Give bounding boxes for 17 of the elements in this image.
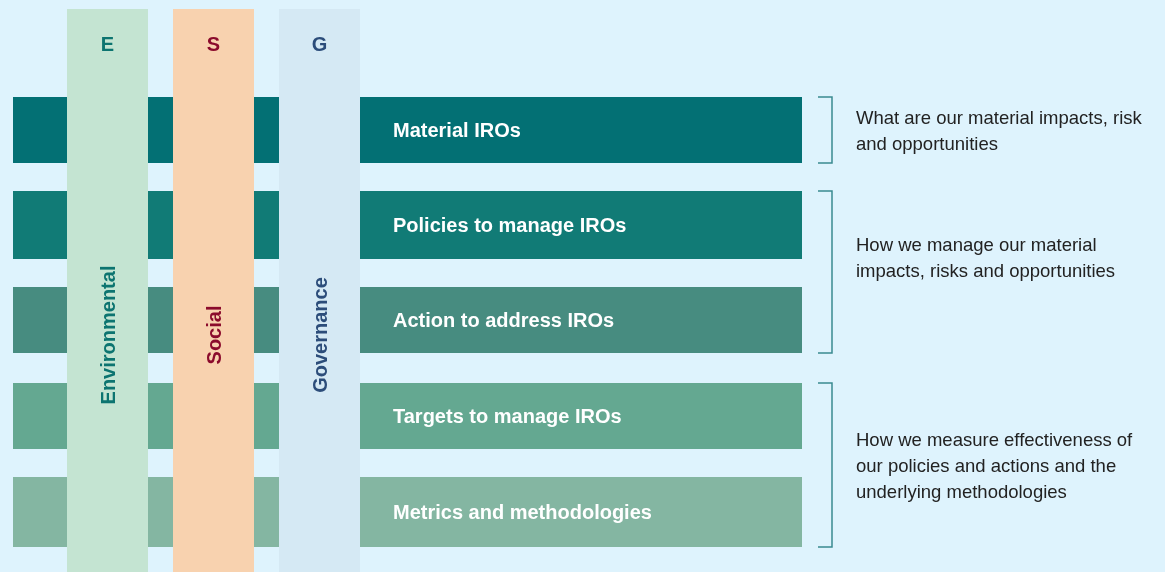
pillar-letter: G	[310, 33, 329, 56]
pillar-letter: E	[99, 33, 116, 56]
pillar-label: Environmental	[96, 265, 119, 405]
band-label: Material IROs	[393, 118, 521, 142]
description-text: What are our material impacts, risk and opportunities	[856, 106, 1143, 156]
description-text: How we measure effectiveness of our policies and actions and the underlying methodologies	[856, 428, 1134, 504]
band-label: Metrics and methodologies	[393, 500, 652, 524]
pillar-label: Governance	[308, 277, 331, 393]
pillar-column	[279, 9, 360, 572]
band-label: Policies to manage IROs	[393, 213, 627, 237]
pillar-label: Social	[202, 305, 225, 365]
band-label: Action to address IROs	[393, 308, 615, 332]
pillar-column	[67, 9, 148, 572]
description-text: How we manage our material impacts, risks and opportunities	[856, 233, 1117, 283]
pillar-column	[173, 9, 254, 572]
band-label: Targets to manage IROs	[393, 404, 622, 428]
pillar-letter: S	[205, 33, 222, 56]
